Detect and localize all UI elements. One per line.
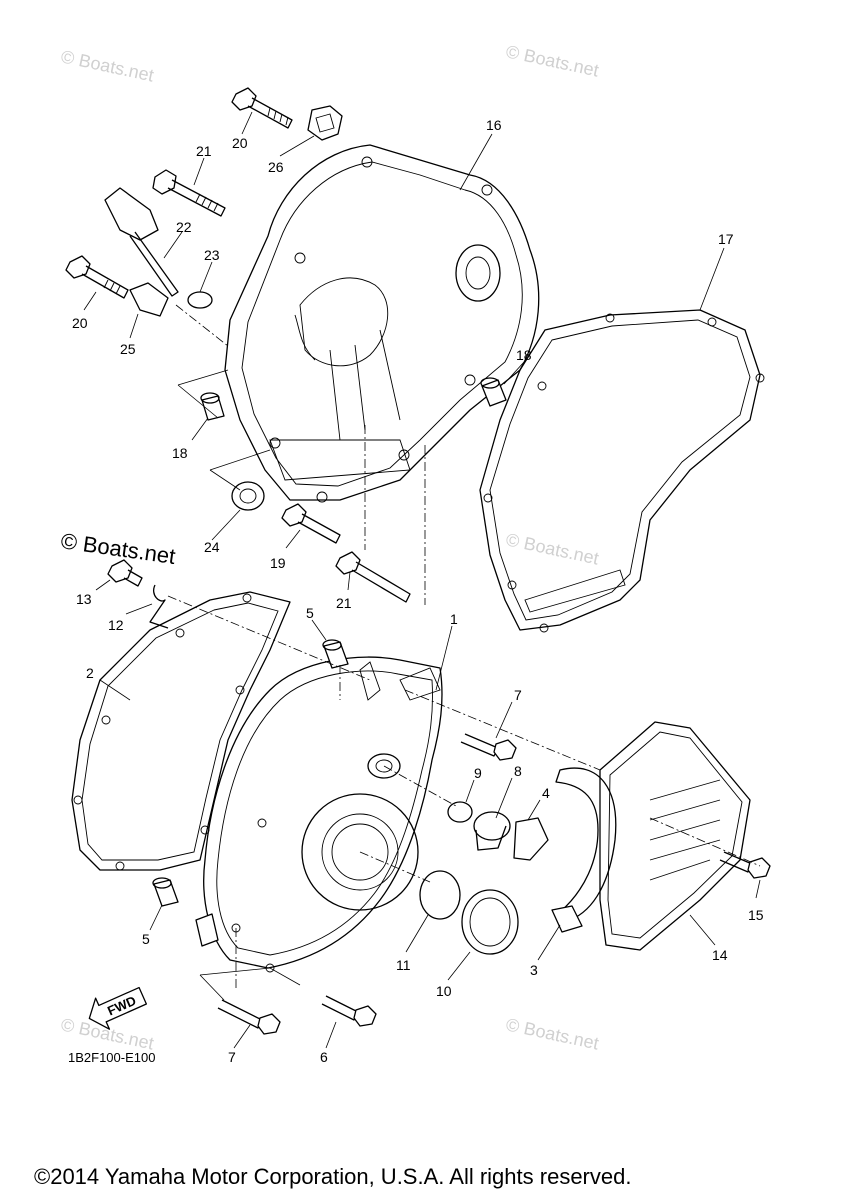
clip-part-26 xyxy=(307,105,343,141)
callout-25: 25 xyxy=(120,341,136,357)
callout-9: 9 xyxy=(474,765,482,781)
callout-13: 13 xyxy=(76,591,92,607)
gasket-part-2 xyxy=(71,591,291,871)
bolt-part-15 xyxy=(719,851,771,879)
dowel-part-18-left xyxy=(200,392,225,421)
clamp-part-25 xyxy=(129,282,169,317)
bolt-part-6 xyxy=(321,995,377,1027)
callout-17: 17 xyxy=(718,231,734,247)
callout-8: 8 xyxy=(514,763,522,779)
oring-part-9 xyxy=(447,801,473,823)
bolt-part-7-bottom xyxy=(217,999,281,1035)
plug-part-4 xyxy=(513,817,549,861)
dipstick-part-22 xyxy=(104,187,179,297)
callout-6: 6 xyxy=(320,1049,328,1065)
crankcase-cover-part-16 xyxy=(224,144,540,503)
callout-11: 11 xyxy=(396,957,411,973)
callout-26: 26 xyxy=(268,159,284,175)
callout-21: 21 xyxy=(196,143,212,159)
watermark: © Boats.net xyxy=(59,46,155,85)
watermark: © Boats.net xyxy=(504,529,600,568)
bolt-part-19 xyxy=(281,503,341,544)
watermark: © Boats.net xyxy=(504,41,600,80)
bolt-part-7-right xyxy=(460,733,517,761)
watermark: © Boats.net xyxy=(504,1014,600,1053)
alignment-line xyxy=(167,595,371,681)
callout-5: 5 xyxy=(142,931,150,947)
callout-22: 22 xyxy=(176,219,192,235)
callout-14: 14 xyxy=(712,947,728,963)
callout-7: 7 xyxy=(514,687,522,703)
bolt-part-20-left xyxy=(65,255,129,299)
callout-3: 3 xyxy=(530,962,538,978)
oil-seal-part-24 xyxy=(231,481,265,511)
dowel-part-5-bottom xyxy=(152,877,179,907)
cap-part-10 xyxy=(461,889,519,955)
callout-18: 18 xyxy=(516,347,532,363)
plug-part-8 xyxy=(473,811,511,851)
callout-2: 2 xyxy=(86,665,94,681)
bolt-part-13 xyxy=(107,559,143,587)
alignment-line xyxy=(175,304,229,347)
seal-part-3 xyxy=(551,767,617,933)
alignment-line xyxy=(359,851,431,883)
bolt-part-21-top xyxy=(152,169,226,217)
callout-10: 10 xyxy=(436,983,452,999)
alignment-line xyxy=(199,974,225,1001)
leader-lines xyxy=(83,111,761,1049)
callout-23: 23 xyxy=(204,247,220,263)
callout-24: 24 xyxy=(204,539,220,555)
oring-part-11 xyxy=(419,870,461,920)
bolt-part-20-top xyxy=(231,87,293,129)
alignment-line xyxy=(199,967,301,986)
alignment-line xyxy=(383,765,457,807)
callout-21: 21 xyxy=(336,595,352,611)
callout-16: 16 xyxy=(486,117,502,133)
clip-part-12 xyxy=(149,584,169,629)
callout-20: 20 xyxy=(72,315,88,331)
crankcase-cover-part-1 xyxy=(195,656,443,973)
callout-12: 12 xyxy=(108,617,124,633)
dowel-part-18-right xyxy=(480,377,507,407)
alignment-line xyxy=(404,689,601,771)
callout-1: 1 xyxy=(450,611,458,627)
dowel-part-5-top xyxy=(322,639,349,669)
copyright-notice: ©2014 Yamaha Motor Corporation, U.S.A. A… xyxy=(34,1164,631,1189)
callout-4: 4 xyxy=(542,785,550,801)
callout-20: 20 xyxy=(232,135,248,151)
gasket-part-17 xyxy=(479,309,765,633)
alignment-line xyxy=(177,369,271,491)
oring-part-23 xyxy=(187,291,213,309)
callout-18: 18 xyxy=(172,445,188,461)
callout-19: 19 xyxy=(270,555,286,571)
callout-7: 7 xyxy=(228,1049,236,1065)
callout-5: 5 xyxy=(306,605,314,621)
diagram-code: 1B2F100-E100 xyxy=(68,1050,155,1065)
alignment-line xyxy=(649,817,761,867)
callout-15: 15 xyxy=(748,907,764,923)
bolt-part-21-lower xyxy=(335,551,411,603)
cover-part-14 xyxy=(599,721,751,951)
